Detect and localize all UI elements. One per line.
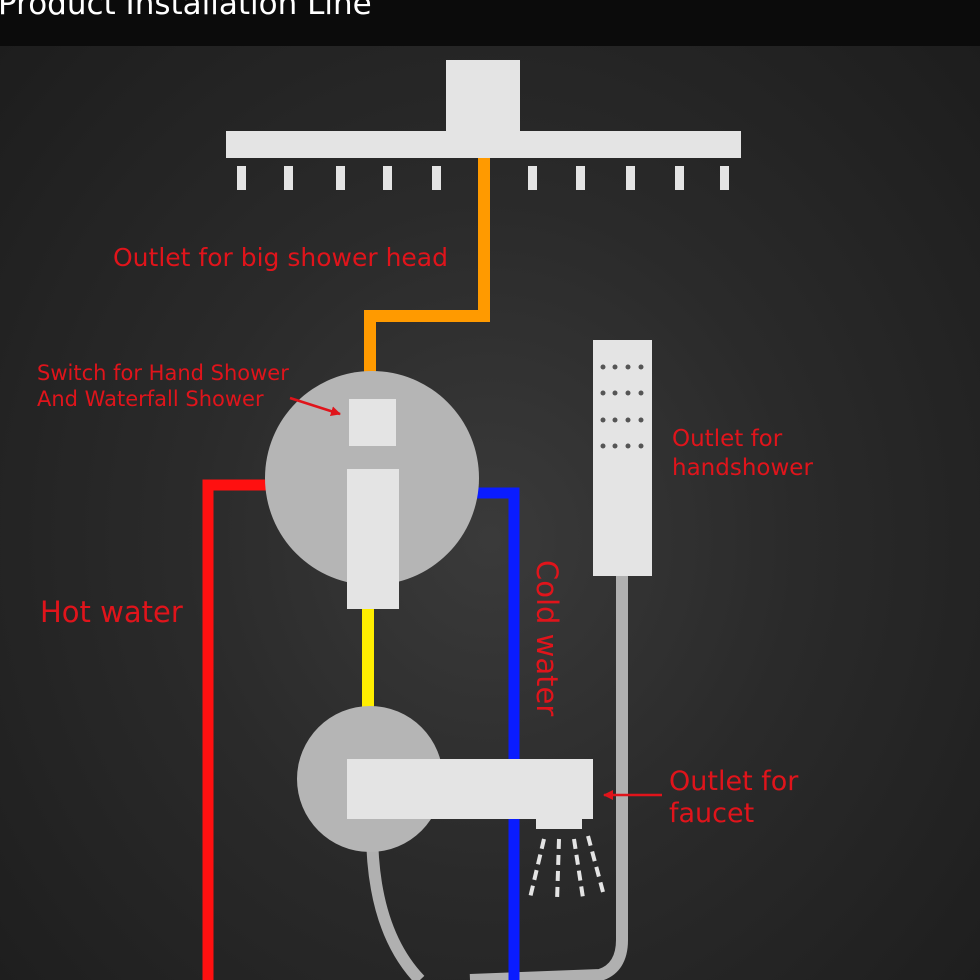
shower-head-pipe (364, 155, 490, 378)
label-cold-water: Cold water (530, 560, 564, 716)
switch-pointer-arrow (289, 396, 341, 417)
cold-water-pipe (470, 487, 520, 980)
hand-shower (593, 340, 652, 576)
big-shower-head (226, 60, 741, 190)
hot-water-pipe (202, 479, 270, 980)
mixer-handle (347, 469, 399, 609)
hand-shower-nozzles (600, 364, 644, 449)
label-faucet-line2: faucet (669, 798, 754, 829)
faucet-spout (297, 706, 605, 903)
page-title: Product Installation Line (0, 0, 372, 22)
mixer-valve (265, 371, 479, 609)
label-switch-line1: Switch for Hand Shower (37, 361, 289, 385)
header-bar: Product Installation Line (0, 0, 980, 46)
label-switch-line2: And Waterfall Shower (37, 387, 264, 411)
label-faucet-line1: Outlet for (669, 766, 799, 797)
shower-head-nozzles (237, 166, 729, 190)
diverter-switch (349, 399, 396, 446)
label-handshower-line2: handshower (672, 455, 813, 481)
label-big-shower-outlet: Outlet for big shower head (113, 243, 448, 272)
hand-shower-hose (366, 572, 628, 980)
label-hot-water: Hot water (40, 595, 183, 629)
water-stream-icon (528, 835, 605, 903)
label-handshower-line1: Outlet for (672, 426, 783, 452)
